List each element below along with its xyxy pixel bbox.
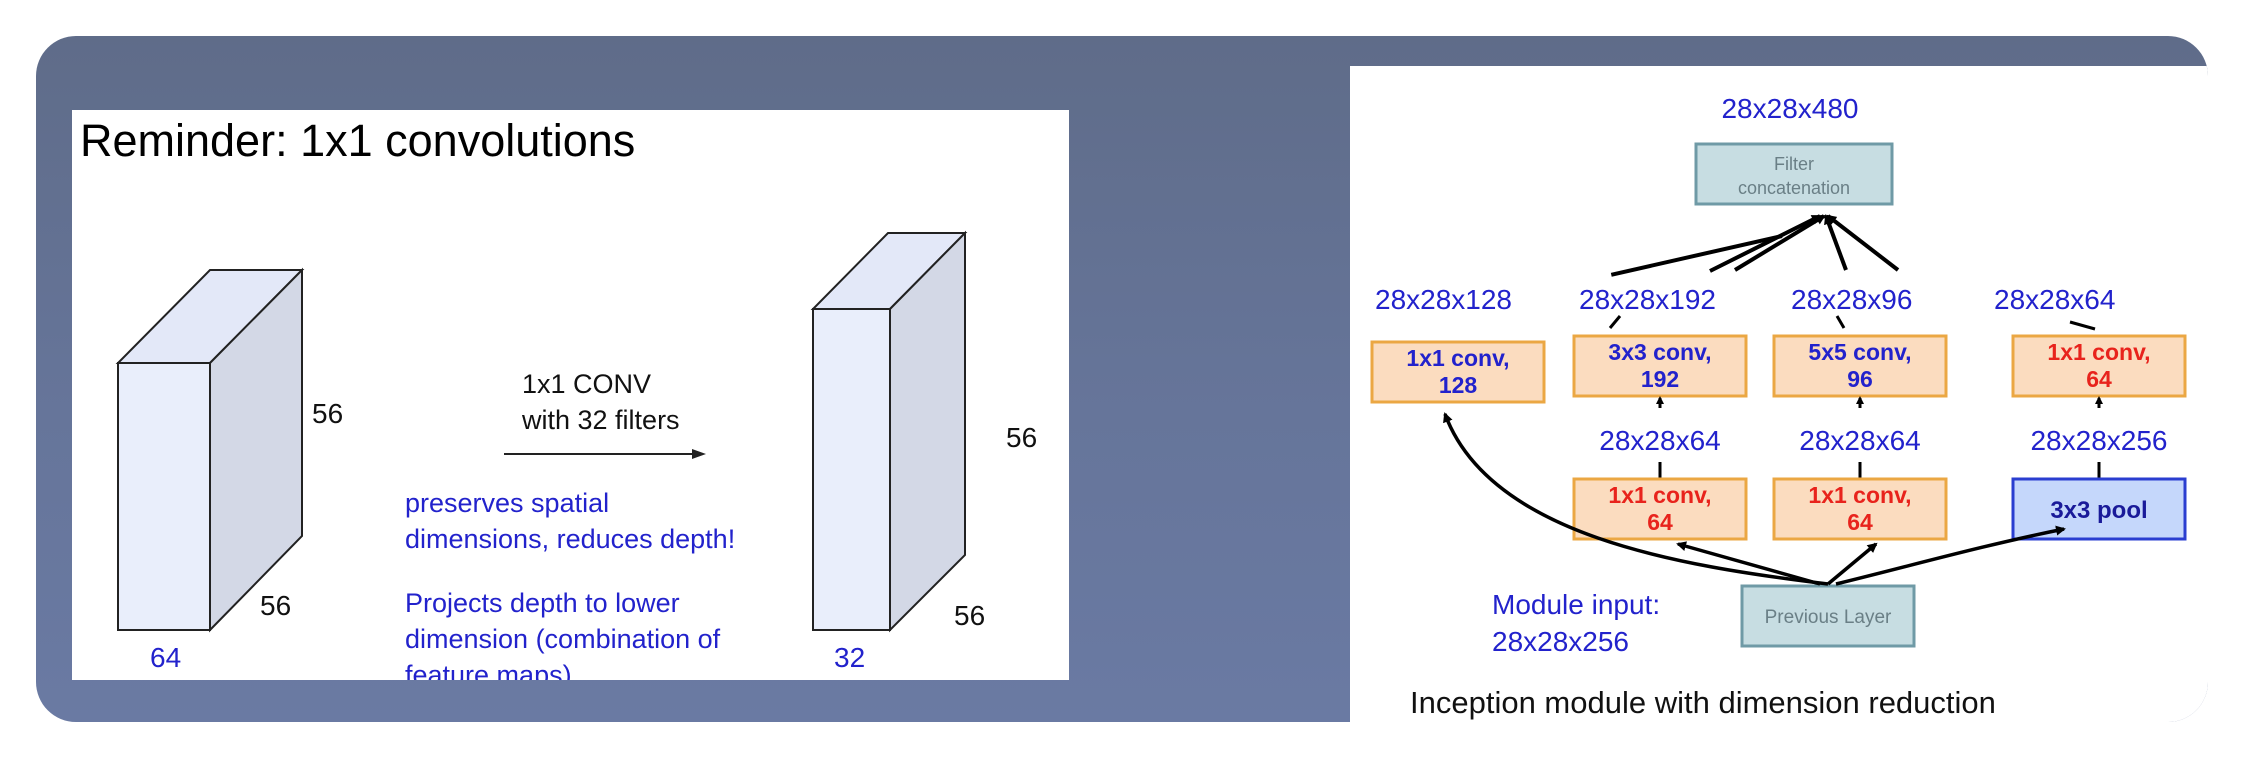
inception-caption: Inception module with dimension reductio… — [1410, 685, 1996, 720]
left-slide-1x1-convolutions: Reminder: 1x1 convolutions 56 56 64 1x1 … — [72, 110, 1069, 690]
conv-arrow-label-line1: 1x1 CONV — [522, 369, 651, 399]
input-height-label: 56 — [312, 398, 343, 429]
output-height-label: 56 — [1006, 422, 1037, 453]
pool-box: 3x3 pool — [2011, 477, 2187, 541]
conv-arrow-head — [692, 449, 706, 459]
concat-arrow-2 — [1733, 214, 1826, 272]
note1-line2: dimensions, reduces depth! — [405, 524, 735, 554]
input-volume-side-face — [209, 267, 303, 633]
module-input-line2: 28x28x256 — [1492, 626, 1629, 657]
output-volume — [810, 230, 968, 633]
prev-to-pool-arrow — [1835, 525, 2066, 586]
branch3-out-dim: 28x28x96 — [1791, 284, 1912, 315]
previous-layer-label: Previous Layer — [1765, 607, 1892, 628]
branch2-stub — [1608, 315, 1622, 329]
prev-to-branch1-arrow — [1443, 412, 1829, 586]
branch2-conv-line2: 192 — [1641, 366, 1679, 392]
right-slide-inception-module: 28x28x480 Filter concatenation 28x28x128… — [1350, 66, 2208, 722]
conv-arrow-label-line2: with 32 filters — [521, 405, 680, 435]
input-depth-label: 64 — [150, 642, 181, 673]
branch2-reduce-box: 1x1 conv, 64 — [1572, 477, 1748, 541]
presentation-background: Reminder: 1x1 convolutions 56 56 64 1x1 … — [36, 36, 2208, 722]
branch1-conv-line2: 128 — [1439, 372, 1478, 398]
output-volume-front-face — [812, 308, 891, 631]
filter-concat-line2: concatenation — [1738, 178, 1850, 198]
output-volume-side-face — [889, 230, 966, 633]
output-width-label: 56 — [954, 600, 985, 631]
prev-to-branch2-arrow — [1676, 541, 1821, 586]
branch4-out-dim: 28x28x64 — [1994, 284, 2115, 315]
branch2-mid-dim: 28x28x64 — [1599, 425, 1720, 456]
branch3-red-line1: 1x1 conv, — [1808, 482, 1911, 508]
branch2-red-line2: 64 — [1647, 509, 1673, 535]
branch3-conv-line2: 96 — [1847, 366, 1873, 392]
branch2-out-dim: 28x28x192 — [1579, 284, 1716, 315]
input-volume — [115, 267, 305, 633]
branch3-conv-line1: 5x5 conv, — [1808, 339, 1911, 365]
output-dim-label: 28x28x480 — [1721, 93, 1858, 124]
branch2-red-line1: 1x1 conv, — [1608, 482, 1711, 508]
branch1-out-dim: 28x28x128 — [1375, 284, 1512, 315]
filter-concatenation-box — [1694, 142, 1894, 206]
left-diagram: Reminder: 1x1 convolutions 56 56 64 1x1 … — [80, 115, 1037, 690]
note1-line1: preserves spatial — [405, 488, 609, 518]
branch3-reduce-box: 1x1 conv, 64 — [1772, 477, 1948, 541]
input-volume-front-face — [117, 362, 211, 631]
concat-arrow-1 — [1709, 214, 1822, 273]
branch2-conv-box: 3x3 conv, 192 — [1572, 334, 1748, 398]
input-width-label: 56 — [260, 590, 291, 621]
concat-arrow-4 — [1826, 214, 1900, 272]
branch4-conv-box: 1x1 conv, 64 — [2011, 334, 2187, 398]
branch2-conv-line1: 3x3 conv, — [1608, 339, 1711, 365]
filter-concat-line1: Filter — [1774, 154, 1814, 174]
concat-arrow-3 — [1824, 214, 1848, 271]
branch1-to-concat-arrow — [1464, 234, 1783, 310]
branch4-mid-dim: 28x28x256 — [2030, 425, 2167, 456]
branch4-conv-line2: 64 — [2086, 366, 2112, 392]
branch3-mid-dim: 28x28x64 — [1799, 425, 1920, 456]
branch4-stub — [2069, 320, 2096, 331]
branch3-stub — [1835, 315, 1846, 329]
note2-line2: dimension (combination of — [405, 624, 721, 654]
prev-to-branch3-arrow — [1826, 542, 1878, 586]
branch1-conv-box: 1x1 conv, 128 — [1370, 340, 1546, 404]
output-depth-label: 32 — [834, 642, 865, 673]
branch1-conv-line1: 1x1 conv, — [1406, 345, 1509, 371]
branch4-conv-line1: 1x1 conv, — [2047, 339, 2150, 365]
branch3-red-line2: 64 — [1847, 509, 1873, 535]
slide-title: Reminder: 1x1 convolutions — [80, 115, 635, 166]
note2-line1: Projects depth to lower — [405, 588, 680, 618]
previous-layer-box — [1740, 584, 1916, 648]
branch3-conv-box: 5x5 conv, 96 — [1772, 334, 1948, 398]
module-input-line1: Module input: — [1492, 589, 1660, 620]
inception-diagram: 28x28x480 Filter concatenation 28x28x128… — [1370, 93, 2187, 720]
note2-line3: feature maps) — [405, 660, 572, 680]
pool-label: 3x3 pool — [2050, 497, 2147, 524]
